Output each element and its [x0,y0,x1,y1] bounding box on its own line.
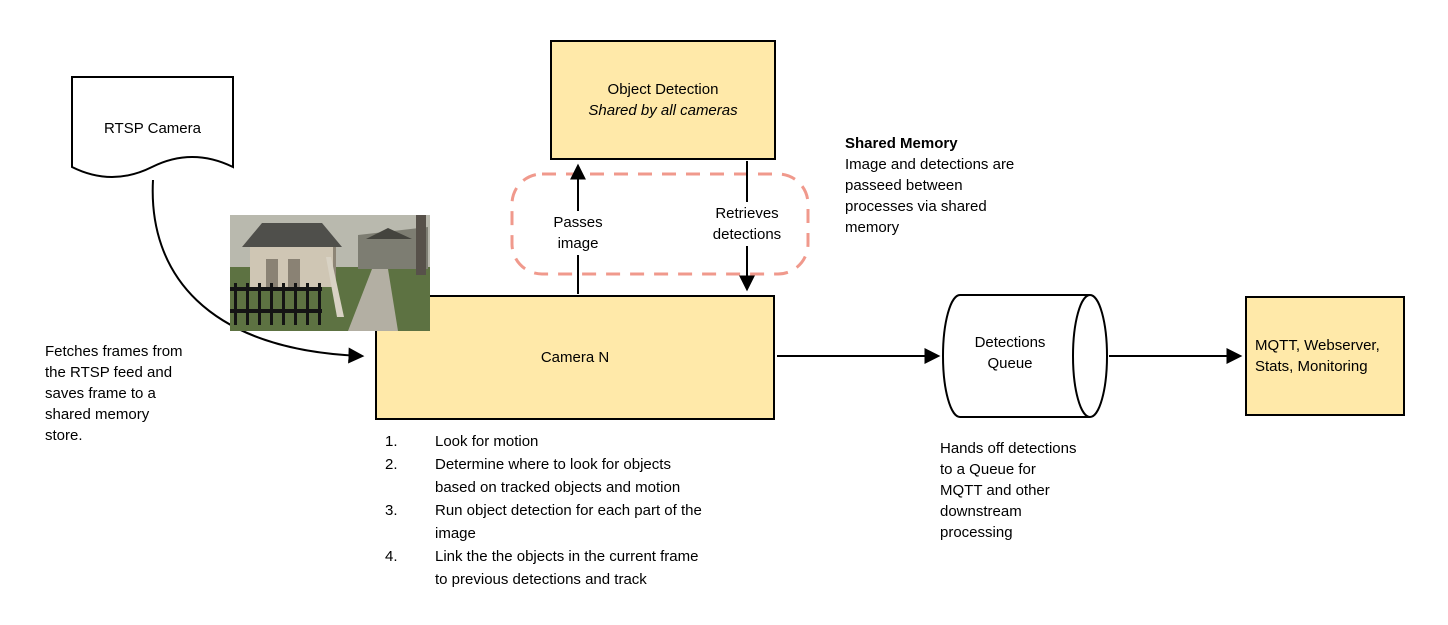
shared-memory-line: passeed between [845,177,963,194]
step-number: 3. [385,502,398,519]
queue-note-line: processing [940,524,1013,541]
object-detection-node: Object Detection Shared by all cameras [550,40,776,160]
step-line: image [435,525,476,542]
outputs-node: MQTT, Webserver, Stats, Monitoring [1245,296,1405,416]
step-text: Link the the objects in the current fram… [435,545,698,591]
queue-cylinder-inner-edge [1072,294,1091,418]
shared-memory-line: Image and detections are [845,156,1015,173]
fetch-note: Fetches frames from the RTSP feed and sa… [45,341,230,446]
detections-queue-line: Detections [974,334,1046,351]
step-line: Look for motion [435,433,539,450]
rtsp-to-camera-arrow [151,179,365,364]
step-line: Determine where to look for objects [435,456,671,473]
fetch-note-line: shared memory [45,406,150,423]
step-line: Run object detection for each part of th… [435,502,702,519]
shared-memory-line: processes via shared [845,198,987,215]
shared-memory-title: Shared Memory [845,135,958,152]
step-number: 2. [385,456,398,473]
outputs-label-line: Stats, Monitoring [1255,358,1368,375]
fetch-note-line: saves frame to a [45,385,156,402]
step-line: based on tracked objects and motion [435,479,681,496]
step-text: Determine where to look for objects base… [435,453,680,499]
list-item: 2. Determine where to look for objects b… [385,453,785,499]
outputs-label-line: MQTT, Webserver, [1255,337,1380,354]
step-text: Look for motion [435,430,538,453]
step-number: 4. [385,548,398,565]
shared-memory-dashed-boundary [510,172,810,276]
detections-queue-line: Queue [987,355,1033,372]
queue-note-line: MQTT and other [940,482,1050,499]
object-detection-title: Object Detection [607,81,719,98]
step-line: Link the the objects in the current fram… [435,548,699,565]
step-number: 1. [385,433,398,450]
list-item: 4. Link the the objects in the current f… [385,545,785,591]
fetch-note-line: the RTSP feed and [45,364,173,381]
retrieves-detections-label: Retrieves detections [702,202,792,246]
rtsp-document-shape [71,76,234,178]
list-item: 3. Run object detection for each part of… [385,499,785,545]
fetch-note-line: store. [45,427,83,444]
fetch-note-line: Fetches frames from [45,343,183,360]
queue-note-line: to a Queue for [940,461,1036,478]
camera-snapshot-image [230,215,430,331]
queue-note-line: downstream [940,503,1022,520]
rtsp-camera-label: RTSP Camera [104,120,201,137]
list-item: 1. Look for motion [385,430,785,453]
queue-note: Hands off detections to a Queue for MQTT… [940,438,1115,543]
object-detection-subtitle: Shared by all cameras [588,102,738,119]
camera-n-node: Camera N [375,295,775,420]
step-line: to previous detections and track [435,571,647,588]
passes-image-label: Passes image [538,211,618,255]
queue-note-line: Hands off detections [940,440,1077,457]
shared-memory-note: Shared Memory Image and detections are p… [845,133,1060,238]
camera-n-label: Camera N [540,349,610,366]
camera-steps-list: 1. Look for motion 2. Determine where to… [385,430,785,591]
detections-queue-label: Detections Queue [945,332,1075,374]
shared-memory-line: memory [845,219,900,236]
step-text: Run object detection for each part of th… [435,499,702,545]
